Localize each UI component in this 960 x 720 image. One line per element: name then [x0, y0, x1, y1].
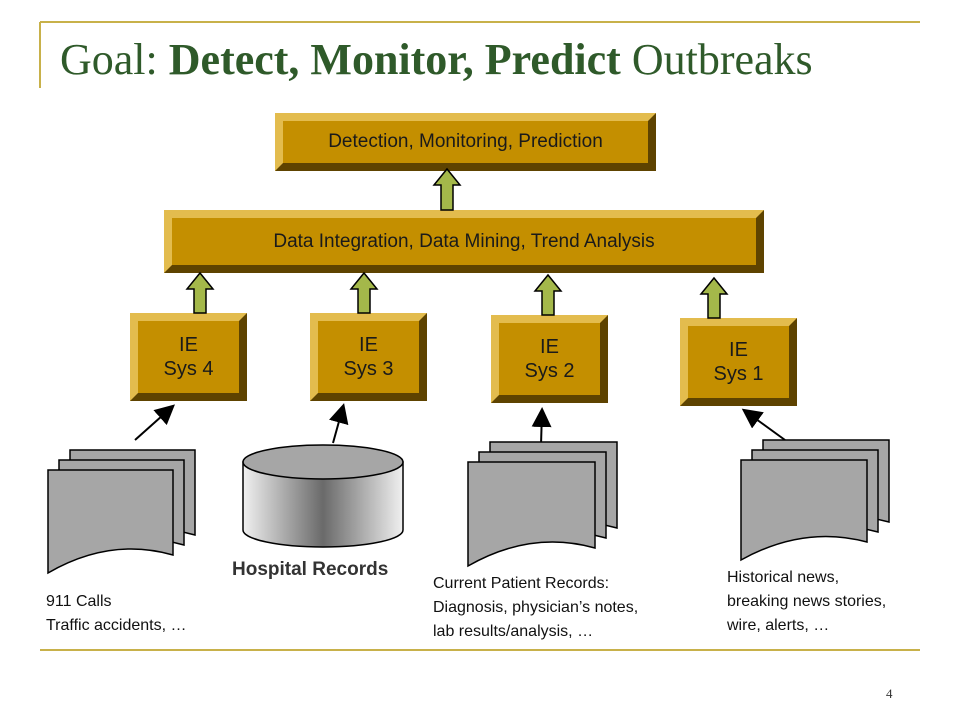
hospital-records-label: Hospital Records: [232, 559, 389, 580]
ie-sys-1-line1: IE: [729, 339, 748, 361]
news-caption-line1: Historical news,: [727, 569, 840, 586]
hospital-database-icon: [242, 444, 404, 548]
input-arrow-icon: [531, 407, 552, 446]
page-title: Goal: Detect, Monitor, Predict Outbreaks: [60, 38, 813, 82]
ie-sys-1-line2: Sys 1: [713, 363, 764, 385]
integration-box: Data Integration, Data Mining, Trend Ana…: [164, 210, 764, 273]
patient-caption-line2: Diagnosis, physician’s notes,: [433, 599, 639, 616]
ie-sys-2-line2: Sys 2: [524, 360, 575, 382]
calls-caption-line2: Traffic accidents, …: [46, 617, 187, 634]
title-prefix: Goal:: [60, 35, 169, 84]
patient-caption-line3: lab results/analysis, …: [433, 623, 594, 640]
calls-document-stack-icon: [47, 449, 196, 575]
integration-box-label: Data Integration, Data Mining, Trend Ana…: [273, 230, 655, 252]
input-arrow-icon: [329, 403, 349, 444]
patient-caption: Current Patient Records: Diagnosis, phys…: [433, 572, 638, 644]
calls-caption: 911 Calls Traffic accidents, …: [46, 590, 187, 638]
up-arrow-icon: [185, 271, 215, 314]
news-document-stack-icon: [740, 439, 890, 562]
ie-sys-2-line1: IE: [540, 336, 559, 358]
news-caption-line3: wire, alerts, …: [727, 617, 830, 634]
detection-box: Detection, Monitoring, Prediction: [275, 113, 656, 171]
page-number: 4: [886, 686, 893, 701]
ie-sys-4-line2: Sys 4: [163, 358, 214, 380]
patient-caption-line1: Current Patient Records:: [433, 575, 610, 592]
ie-sys-3-line2: Sys 3: [343, 358, 394, 380]
ie-sys-3-line1: IE: [359, 334, 378, 356]
patient-document-stack-icon: [467, 441, 618, 568]
up-arrow-icon: [533, 273, 563, 316]
calls-caption-line1: 911 Calls: [46, 593, 112, 610]
up-arrow-icon: [699, 276, 729, 319]
up-arrow-icon: [432, 167, 462, 211]
title-bold: Detect, Monitor, Predict: [168, 35, 621, 84]
news-caption: Historical news, breaking news stories, …: [727, 566, 886, 638]
news-caption-line2: breaking news stories,: [727, 593, 887, 610]
input-arrow-icon: [134, 404, 175, 441]
detection-box-label: Detection, Monitoring, Prediction: [328, 131, 603, 152]
input-arrow-icon: [741, 408, 786, 441]
title-suffix: Outbreaks: [620, 35, 813, 84]
up-arrow-icon: [349, 271, 379, 314]
ie-sys-4-line1: IE: [179, 334, 198, 356]
